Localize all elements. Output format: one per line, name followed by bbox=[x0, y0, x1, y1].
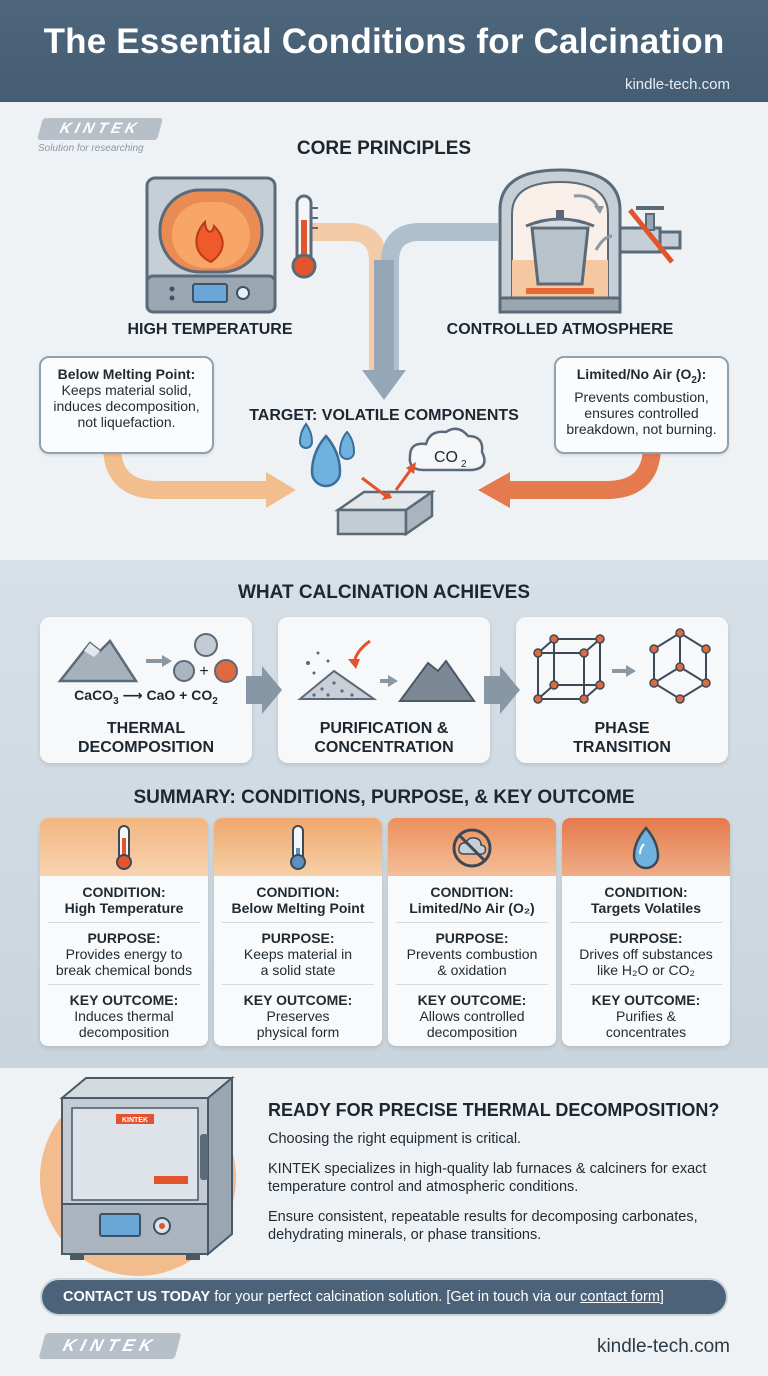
core-principles-title: CORE PRINCIPLES bbox=[296, 138, 472, 159]
callout-text: Keeps material solid, induces decomposit… bbox=[53, 382, 200, 430]
condition-cell: CONDITION:Targets Volatiles bbox=[591, 884, 701, 916]
atmosphere-chamber-icon bbox=[498, 168, 622, 314]
summary-card-high-temperature: CONDITION:High Temperature PURPOSE:Provi… bbox=[40, 818, 208, 1046]
core-principles-illustration: CO 2 bbox=[103, 168, 682, 537]
thermometer-icon bbox=[291, 194, 318, 279]
thermometer-icon bbox=[116, 825, 132, 870]
svg-text:+: + bbox=[199, 663, 208, 680]
footer-kintek-logo: KINTEK bbox=[38, 1333, 182, 1359]
below-melting-point-callout: Below Melting Point: Keeps material soli… bbox=[39, 356, 214, 454]
page-title: The Essential Conditions for Calcination bbox=[43, 22, 725, 61]
cta-paragraph: KINTEK specializes in high-quality lab f… bbox=[268, 1161, 707, 1195]
co2-cloud-icon: CO 2 bbox=[408, 427, 486, 472]
contact-us-text: CONTACT US TODAY bbox=[63, 1289, 211, 1305]
cta-paragraph: Ensure consistent, repeatable results fo… bbox=[268, 1209, 698, 1243]
water-droplet-icon bbox=[298, 422, 356, 488]
outcome-cell: KEY OUTCOME:Purifies &concentrates bbox=[591, 992, 701, 1040]
brand-tagline: Solution for researching bbox=[38, 143, 144, 154]
co2-subscript: 2 bbox=[461, 459, 467, 470]
controlled-atmosphere-label: CONTROLLED ATMOSPHERE bbox=[446, 321, 674, 338]
right-flow-arrow bbox=[506, 445, 661, 499]
header-url[interactable]: kindle-tech.com bbox=[624, 76, 730, 93]
contact-banner[interactable]: CONTACT US TODAY for your perfect calcin… bbox=[40, 1278, 728, 1316]
cta-paragraph: Choosing the right equipment is critical… bbox=[268, 1131, 522, 1147]
contact-form-link[interactable]: contact form bbox=[580, 1289, 660, 1305]
high-temperature-label: HIGH TEMPERATURE bbox=[127, 321, 293, 338]
header-banner: The Essential Conditions for Calcination… bbox=[0, 0, 768, 102]
air-valve-icon bbox=[618, 206, 682, 264]
condition-cell: CONDITION:Limited/No Air (O₂) bbox=[409, 884, 535, 916]
left-flow-arrow bbox=[103, 445, 270, 499]
summary-card-limited-air: CONDITION:Limited/No Air (O₂) PURPOSE:Pr… bbox=[388, 818, 556, 1046]
achieves-title: WHAT CALCINATION ACHIEVES bbox=[237, 582, 531, 603]
purpose-cell: PURPOSE:Prevents combustion& oxidation bbox=[406, 930, 538, 978]
callout-title: Below Melting Point: bbox=[57, 366, 196, 382]
no-air-icon bbox=[452, 828, 492, 868]
callout-text: Prevents combustion, ensures controlled … bbox=[566, 388, 717, 437]
condition-cell: CONDITION:High Temperature bbox=[64, 884, 184, 916]
summary-card-below-melting: CONDITION:Below Melting Point PURPOSE:Ke… bbox=[214, 818, 382, 1046]
decomposition-formula: CaCO3 ⟶ CaO + CO2 bbox=[74, 687, 218, 707]
footer-url[interactable]: kindle-tech.com bbox=[596, 1336, 730, 1357]
target-volatile-label: TARGET: VOLATILE COMPONENTS bbox=[249, 407, 519, 424]
callout-title: Limited/No Air (O2): bbox=[576, 366, 707, 386]
atmosphere-flow-pipe bbox=[381, 223, 498, 370]
furnace-icon bbox=[145, 176, 277, 314]
material-block-icon bbox=[333, 489, 437, 537]
summary-card-targets-volatiles: CONDITION:Targets Volatiles PURPOSE:Driv… bbox=[562, 818, 730, 1046]
crystal-lattice-icon bbox=[533, 628, 711, 704]
achieve-label: PURIFICATION &CONCENTRATION bbox=[314, 720, 454, 756]
condition-cell: CONDITION:Below Melting Point bbox=[231, 884, 365, 916]
purification-icon bbox=[297, 639, 476, 702]
droplet-icon bbox=[632, 826, 660, 870]
thermometer-icon bbox=[290, 825, 306, 870]
co2-label: CO bbox=[434, 449, 458, 466]
summary-title: SUMMARY: CONDITIONS, PURPOSE, & KEY OUTC… bbox=[133, 787, 635, 808]
purification-card: PURIFICATION &CONCENTRATION bbox=[278, 617, 490, 763]
down-arrow-icon bbox=[362, 370, 406, 400]
cta-title: READY FOR PRECISE THERMAL DECOMPOSITION? bbox=[268, 1100, 720, 1120]
limited-air-callout: Limited/No Air (O2): Prevents combustion… bbox=[554, 356, 729, 454]
decomposition-icon: + bbox=[57, 633, 238, 683]
